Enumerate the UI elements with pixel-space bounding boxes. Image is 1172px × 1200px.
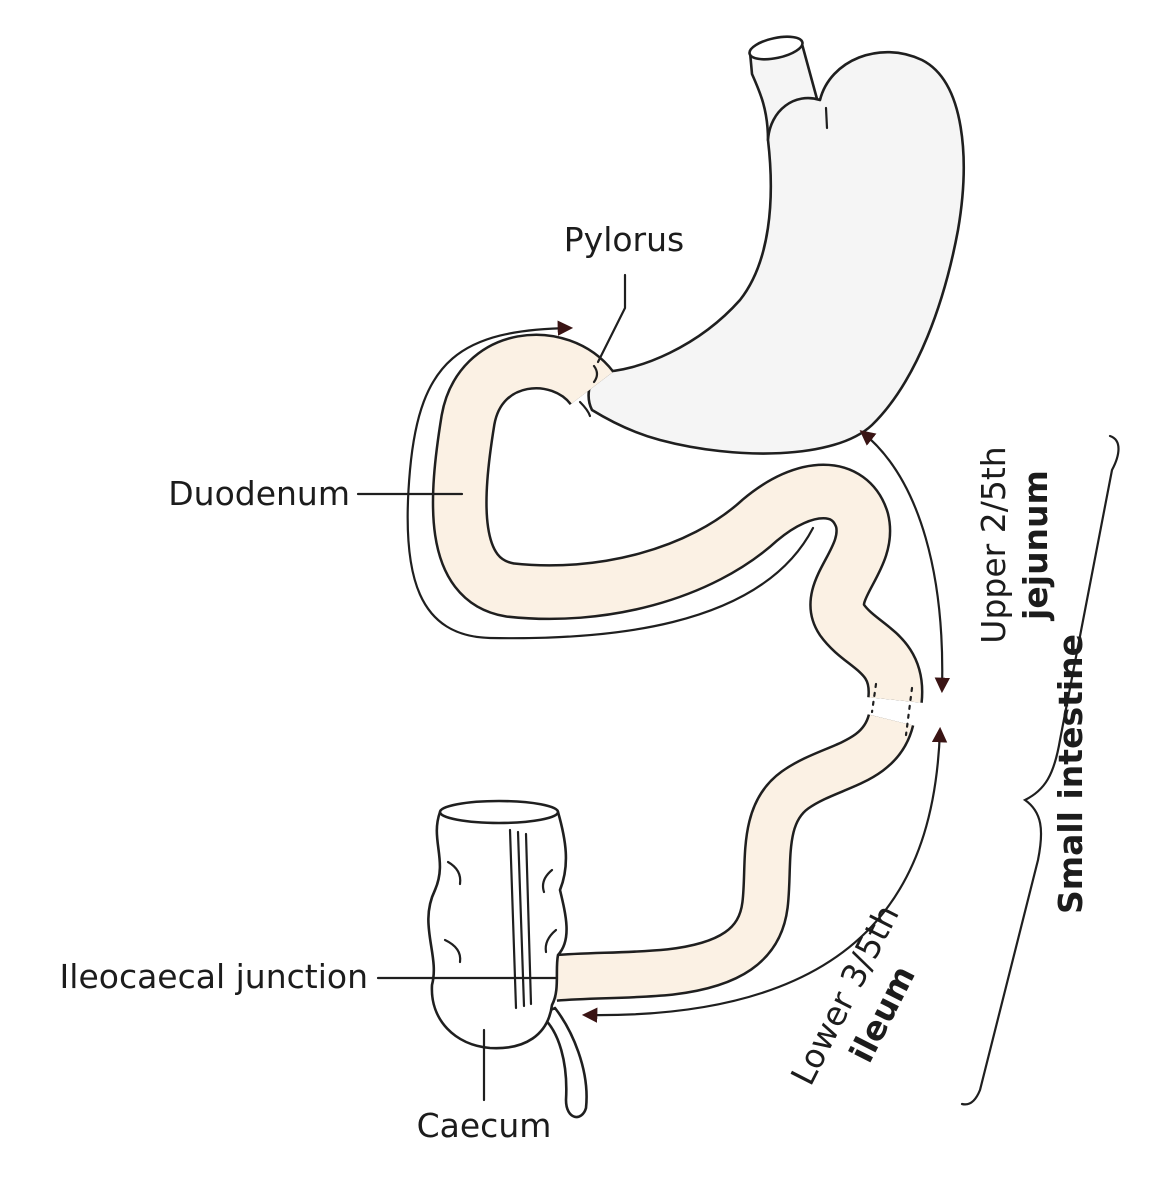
caecum-label: Caecum [417, 1106, 552, 1145]
upper-fraction-label: Upper 2/5th [974, 446, 1013, 643]
labels: Pylorus Duodenum Ileocaecal junction Cae… [60, 220, 1090, 1145]
annotation-arrows [406, 320, 951, 1023]
pylorus-label: Pylorus [564, 220, 684, 259]
ileum-label-group: Lower 3/5th ileum [783, 898, 923, 1091]
duodenum-label: Duodenum [168, 474, 350, 513]
stomach [587, 35, 965, 455]
small-intestine-label-group: Small intestine [1051, 634, 1090, 914]
small-intestine-brace [960, 434, 1120, 1106]
ileocaecal-junction-label: Ileocaecal junction [60, 957, 368, 996]
jejunum-label: jejunum [1016, 470, 1055, 622]
jejunum-arrow [859, 430, 951, 694]
leader-lines [356, 273, 627, 1102]
caecum-shape [427, 799, 588, 1119]
jejunum-label-group: Upper 2/5th jejunum [974, 446, 1055, 643]
small-intestine-label: Small intestine [1051, 634, 1090, 914]
ileum-arrow [581, 726, 948, 1023]
duodenum-arrow [406, 320, 815, 640]
pylorus-leader [596, 273, 627, 364]
